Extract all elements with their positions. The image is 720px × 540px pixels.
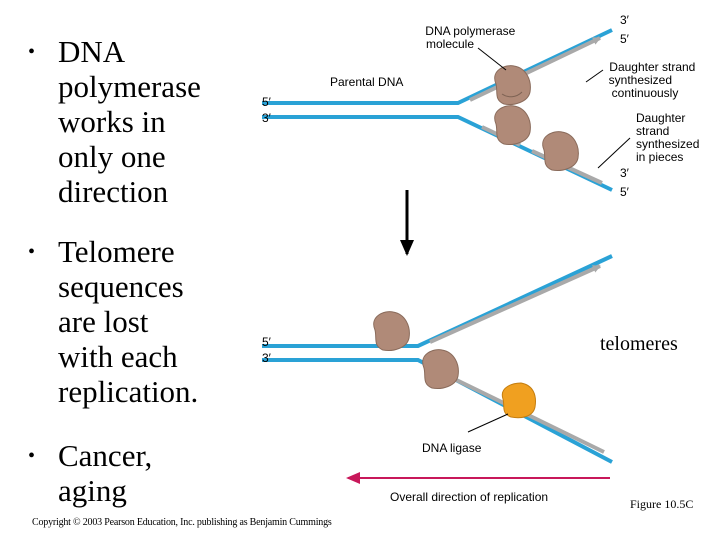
parental-strand-top (262, 254, 613, 348)
figure-label: Figure 10.5C (630, 497, 693, 511)
bullet-text: Telomere sequences are lost with each re… (58, 234, 199, 409)
bullet-item: • DNA polymerase works in only one direc… (28, 34, 201, 209)
dna-ligase-label: DNA ligase (422, 441, 482, 455)
dna-polymerase-shape (542, 131, 579, 171)
dna-polymerase-shape (373, 311, 410, 351)
daughter-continuous-label: Daughter strand synthesized continuously (609, 60, 699, 100)
left2-3prime-label: 3′ (262, 351, 272, 365)
leader-line (597, 137, 631, 169)
mid-3prime-label: 3′ (620, 166, 630, 180)
left-3prime-label: 3′ (262, 111, 272, 125)
bullet-item: • Telomere sequences are lost with each … (28, 234, 198, 409)
daughter-pieces-label: Daughter strand synthesized in pieces (636, 111, 703, 164)
overall-direction-label: Overall direction of replication (390, 490, 548, 504)
leader-line (585, 69, 604, 83)
parental-strand-bottom (262, 358, 613, 464)
direction-arrowhead (346, 472, 360, 484)
bullet-text: DNA polymerase works in only one directi… (58, 34, 201, 209)
bullet-dot: • (28, 445, 36, 467)
daughter-strand-continuous (429, 264, 601, 344)
leader-line (477, 47, 507, 71)
parental-dna-label: Parental DNA (330, 75, 403, 89)
bullet-text: Cancer, aging (58, 438, 153, 508)
dna-polymerase-shape (494, 65, 531, 105)
dna-ligase-shape (501, 382, 536, 419)
bullet-dot: • (28, 41, 36, 63)
leader-line (467, 413, 509, 433)
parental-strand-top (262, 28, 613, 105)
dna-polymerase-label: DNA polymerase molecule (425, 24, 518, 51)
top-replication-fork (262, 28, 631, 192)
bottom-replication-fork (262, 254, 613, 464)
dna-polymerase-shape (422, 349, 459, 389)
telomeres-label: telomeres (600, 333, 678, 355)
left-5prime-label: 5′ (262, 95, 272, 109)
dna-polymerase-shape (494, 105, 531, 145)
mid-5prime-label: 5′ (620, 185, 630, 199)
bullet-item: • Cancer, aging (28, 438, 152, 508)
top-5prime-label: 5′ (620, 32, 630, 46)
bullet-dot: • (28, 241, 36, 263)
daughter-strand-continuous (469, 36, 601, 102)
left2-5prime-label: 5′ (262, 335, 272, 349)
top-3prime-label: 3′ (620, 13, 630, 27)
copyright-notice: Copyright © 2003 Pearson Education, Inc.… (32, 517, 332, 528)
